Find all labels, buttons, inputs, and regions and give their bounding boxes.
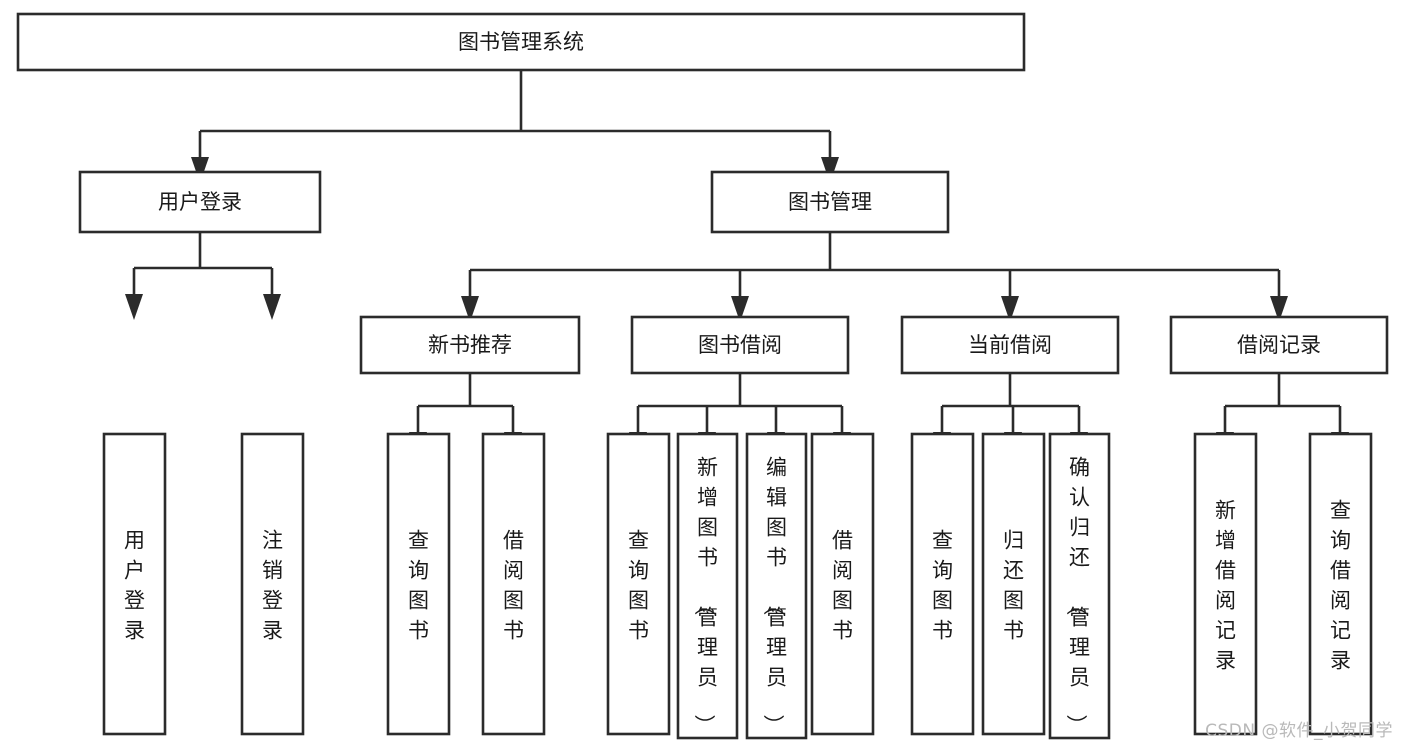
node-box-new-book-recommend[interactable] [359,315,581,375]
connector-edges-layer [125,70,1349,458]
node-label-book-borrow: 图书借阅 [698,333,782,357]
node-leaf-borrow-book-2[interactable]: 借阅图书 [810,432,875,736]
edge-userlogin-to-leaves [125,232,281,320]
node-label-current-borrow: 当前借阅 [968,333,1052,357]
node-root[interactable]: 图书管理系统 [16,12,1026,72]
node-label-leaf-query-book-2: 查询图书 [628,528,649,642]
node-book-management[interactable]: 图书管理 [710,170,950,234]
node-label-leaf-query-book-1: 查询图书 [408,528,429,642]
node-label-leaf-query-book-3: 查询图书 [932,528,953,642]
node-leaf-edit-book-admin[interactable]: 编辑图书（管理员） [745,432,808,740]
node-label-user-login: 用户登录 [158,190,242,214]
node-label-leaf-return-book: 归还图书 [1003,528,1024,642]
node-box-current-borrow[interactable] [900,315,1120,375]
node-new-book-recommend[interactable]: 新书推荐 [359,315,581,375]
node-box-book-borrow[interactable] [630,315,850,375]
node-label-borrow-records: 借阅记录 [1237,333,1321,357]
arrow-head-icon [125,294,143,320]
node-leaf-user-login[interactable]: 用户登录 [102,432,167,736]
node-label-leaf-add-book-admin: 新增图书（管理员） [692,455,718,735]
node-box-leaf-edit-book-admin[interactable] [745,432,808,740]
node-box-leaf-logout[interactable] [240,432,305,736]
node-label-leaf-borrow-book-1: 借阅图书 [503,528,524,642]
node-box-root[interactable] [16,12,1026,72]
node-box-leaf-add-book-admin[interactable] [676,432,739,740]
node-leaf-add-book-admin[interactable]: 新增图书（管理员） [676,432,739,740]
node-box-leaf-confirm-return[interactable] [1048,432,1111,740]
node-leaf-borrow-book-1[interactable]: 借阅图书 [481,432,546,736]
node-box-book-management[interactable] [710,170,950,234]
node-box-borrow-records[interactable] [1169,315,1389,375]
node-leaf-query-book-1[interactable]: 查询图书 [386,432,451,736]
node-label-root: 图书管理系统 [458,30,584,54]
node-leaf-query-record[interactable]: 查询借阅记录 [1308,432,1373,736]
node-box-leaf-query-record[interactable] [1308,432,1373,736]
node-leaf-return-book[interactable]: 归还图书 [981,432,1046,736]
node-leaf-query-book-2[interactable]: 查询图书 [606,432,671,736]
node-label-leaf-borrow-book-2: 借阅图书 [832,528,853,642]
node-label-leaf-edit-book-admin: 编辑图书（管理员） [761,455,787,735]
node-label-book-management: 图书管理 [788,190,872,214]
node-leaf-logout[interactable]: 注销登录 [240,432,305,736]
node-label-leaf-query-record: 查询借阅记录 [1330,498,1351,672]
node-box-leaf-add-record[interactable] [1193,432,1258,736]
node-label-new-book-recommend: 新书推荐 [428,333,512,357]
node-box-leaf-borrow-book-2[interactable] [810,432,875,736]
arrow-head-icon [1270,296,1288,322]
node-box-user-login[interactable] [78,170,322,234]
edge-bookmgmt-to-level3 [461,232,1288,322]
arrow-head-icon [461,296,479,322]
node-box-leaf-query-book-3[interactable] [910,432,975,736]
node-label-leaf-confirm-return: 确认归还（管理员） [1064,455,1090,735]
node-box-leaf-query-book-1[interactable] [386,432,451,736]
arrow-head-icon [191,157,209,183]
node-box-leaf-return-book[interactable] [981,432,1046,736]
node-box-leaf-query-book-2[interactable] [606,432,671,736]
csdn-watermark: CSDN @软件_小贺同学 [1205,721,1393,741]
node-label-leaf-user-login: 用户登录 [124,528,145,642]
node-book-borrow[interactable]: 图书借阅 [630,315,850,375]
edge-root-to-level2 [191,70,839,183]
node-box-leaf-borrow-book-1[interactable] [481,432,546,736]
node-leaf-add-record[interactable]: 新增借阅记录 [1193,432,1258,736]
node-leaf-confirm-return[interactable]: 确认归还（管理员） [1048,432,1111,740]
arrow-head-icon [821,157,839,183]
node-box-leaf-user-login[interactable] [102,432,167,736]
node-label-leaf-logout: 注销登录 [262,528,283,642]
arrow-head-icon [731,296,749,322]
arrow-head-icon [1001,296,1019,322]
node-user-login[interactable]: 用户登录 [78,170,322,234]
node-label-leaf-add-record: 新增借阅记录 [1215,498,1236,672]
arrow-head-icon [263,294,281,320]
node-borrow-records[interactable]: 借阅记录 [1169,315,1389,375]
node-boxes-layer: 图书管理系统用户登录图书管理新书推荐图书借阅当前借阅借阅记录用户登录注销登录查询… [16,12,1389,740]
node-leaf-query-book-3[interactable]: 查询图书 [910,432,975,736]
node-current-borrow[interactable]: 当前借阅 [900,315,1120,375]
